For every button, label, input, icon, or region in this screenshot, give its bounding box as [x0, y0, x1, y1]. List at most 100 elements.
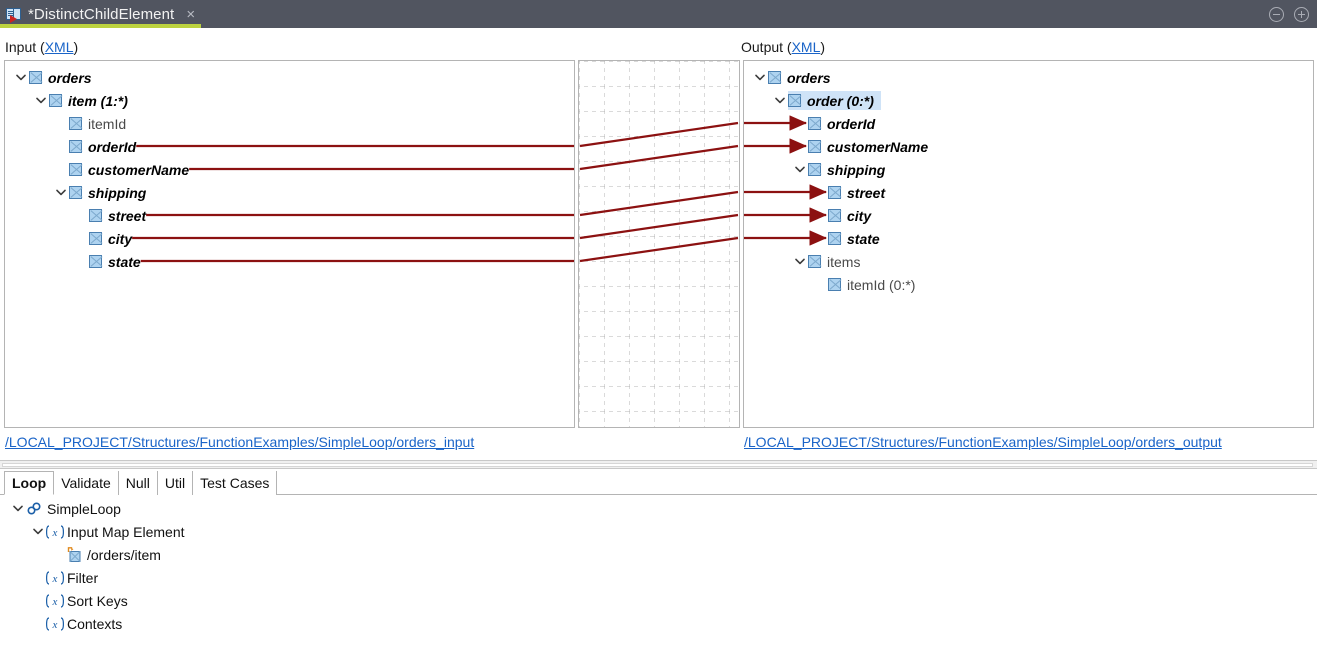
- schema-element-checkbox-icon[interactable]: [808, 117, 821, 130]
- tree-node-items[interactable]: items: [792, 250, 860, 273]
- chevron-down-icon[interactable]: [752, 66, 768, 89]
- tree-node-shipping[interactable]: shipping: [53, 181, 146, 204]
- mapping-document-icon: [6, 7, 22, 23]
- tree-node-label: city: [847, 207, 872, 224]
- output-structure-path-link[interactable]: /LOCAL_PROJECT/Structures/FunctionExampl…: [744, 434, 1222, 450]
- schema-element-checkbox-icon[interactable]: [89, 255, 102, 268]
- input-header-suffix: ): [73, 39, 79, 55]
- loop-tree-node-label: SimpleLoop: [47, 500, 121, 517]
- loop-tree-node-label: Filter: [67, 569, 99, 586]
- schema-element-checkbox-icon[interactable]: [808, 163, 821, 176]
- input-schema-tree[interactable]: orders item (1:*) itemId orderId customerNam…: [4, 60, 575, 428]
- tree-node-orders[interactable]: orders: [13, 66, 92, 89]
- bottom-tab-loop[interactable]: Loop: [4, 471, 55, 495]
- loop-tree-node-label: Sort Keys: [67, 592, 128, 609]
- tree-node-label: customerName: [827, 138, 929, 155]
- tree-node-itemid[interactable]: itemId: [53, 112, 126, 135]
- output-xml-link[interactable]: XML: [791, 39, 821, 55]
- horizontal-splitter[interactable]: [0, 460, 1317, 469]
- tree-node-state[interactable]: state: [812, 227, 880, 250]
- loop-gear-icon: [26, 501, 42, 517]
- tree-node-itemid-0[interactable]: itemId (0:*): [812, 273, 915, 296]
- chevron-down-icon[interactable]: [792, 158, 808, 181]
- tree-node-label: orderId: [88, 138, 137, 155]
- tree-node-item-1[interactable]: item (1:*): [33, 89, 128, 112]
- tree-node-label: orders: [48, 69, 92, 86]
- chevron-down-icon[interactable]: [772, 89, 788, 112]
- tree-node-orders[interactable]: orders: [752, 66, 831, 89]
- bottom-tab-label: Validate: [61, 475, 111, 491]
- mapping-canvas[interactable]: [578, 60, 740, 428]
- schema-element-checkbox-icon[interactable]: [69, 186, 82, 199]
- tree-node-orderid[interactable]: orderId: [53, 135, 136, 158]
- schema-element-checkbox-icon[interactable]: [89, 232, 102, 245]
- minimize-icon[interactable]: [1269, 6, 1284, 22]
- schema-element-checkbox-icon[interactable]: [808, 140, 821, 153]
- tree-node-label: street: [847, 184, 886, 201]
- chevron-down-icon[interactable]: [33, 89, 49, 112]
- tree-node-state[interactable]: state: [73, 250, 141, 273]
- schema-element-checkbox-icon[interactable]: [768, 71, 781, 84]
- splitter-grip[interactable]: [2, 463, 1313, 467]
- tree-node-city[interactable]: city: [812, 204, 871, 227]
- schema-element-checkbox-icon[interactable]: [69, 140, 82, 153]
- tree-node-label: itemId: [88, 115, 127, 132]
- editor-tab-distinctchildelement[interactable]: *DistinctChildElement ×: [0, 0, 195, 28]
- schema-element-checkbox-icon[interactable]: [808, 255, 821, 268]
- editor-tab-label: *DistinctChildElement: [28, 5, 175, 23]
- input-xml-link[interactable]: XML: [44, 39, 74, 55]
- schema-element-checkbox-icon[interactable]: [828, 186, 841, 199]
- tree-node-customername[interactable]: customerName: [53, 158, 189, 181]
- title-bar: *DistinctChildElement ×: [0, 0, 1317, 28]
- bottom-tab-test-cases[interactable]: Test Cases: [192, 471, 278, 495]
- chevron-down-icon[interactable]: [13, 66, 29, 89]
- bottom-tab-validate[interactable]: Validate: [53, 471, 119, 495]
- active-tab-accent-bar: [0, 24, 201, 28]
- maximize-icon[interactable]: [1294, 6, 1309, 22]
- bottom-tab-null[interactable]: Null: [117, 471, 158, 495]
- chevron-down-icon[interactable]: [30, 520, 46, 543]
- tree-node-label: state: [108, 253, 141, 270]
- loop-tree-node-simpleloop[interactable]: SimpleLoop: [10, 497, 121, 520]
- tree-node-customername[interactable]: customerName: [792, 135, 928, 158]
- tree-node-label: item (1:*): [68, 92, 128, 109]
- close-icon[interactable]: ×: [186, 5, 196, 23]
- tree-node-label: street: [108, 207, 147, 224]
- tree-node-order-0[interactable]: order (0:*): [772, 89, 874, 112]
- mapping-grid: [579, 61, 739, 427]
- tree-node-label: city: [108, 230, 133, 247]
- schema-element-checkbox-icon[interactable]: [49, 94, 62, 107]
- function-fx-icon: x: [45, 524, 65, 540]
- chevron-down-icon[interactable]: [53, 181, 69, 204]
- tree-node-city[interactable]: city: [73, 227, 132, 250]
- chevron-down-icon[interactable]: [792, 250, 808, 273]
- schema-element-checkbox-icon[interactable]: [29, 71, 42, 84]
- tree-node-street[interactable]: street: [812, 181, 885, 204]
- tree-node-label: shipping: [827, 161, 886, 178]
- tree-node-street[interactable]: street: [73, 204, 146, 227]
- schema-element-checkbox-icon[interactable]: [69, 117, 82, 130]
- schema-element-checkbox-icon[interactable]: [788, 94, 801, 107]
- chevron-down-icon[interactable]: [10, 497, 26, 520]
- loop-tree-node-orders-item[interactable]: /orders/item: [50, 543, 161, 566]
- input-structure-path-link[interactable]: /LOCAL_PROJECT/Structures/FunctionExampl…: [5, 434, 475, 450]
- function-fx-icon: x: [45, 616, 65, 632]
- window-controls: [1269, 0, 1309, 28]
- schema-element-checkbox-icon[interactable]: [828, 232, 841, 245]
- schema-element-checkbox-icon[interactable]: [89, 209, 102, 222]
- tree-node-shipping[interactable]: shipping: [792, 158, 885, 181]
- tree-node-orderid[interactable]: orderId: [792, 112, 875, 135]
- schema-element-checkbox-icon[interactable]: [69, 163, 82, 176]
- schema-element-checkbox-icon[interactable]: [828, 209, 841, 222]
- schema-element-checkbox-icon[interactable]: [828, 278, 841, 291]
- bottom-tab-util[interactable]: Util: [156, 471, 194, 495]
- function-fx-icon: x: [45, 593, 65, 609]
- output-header-suffix: ): [820, 39, 826, 55]
